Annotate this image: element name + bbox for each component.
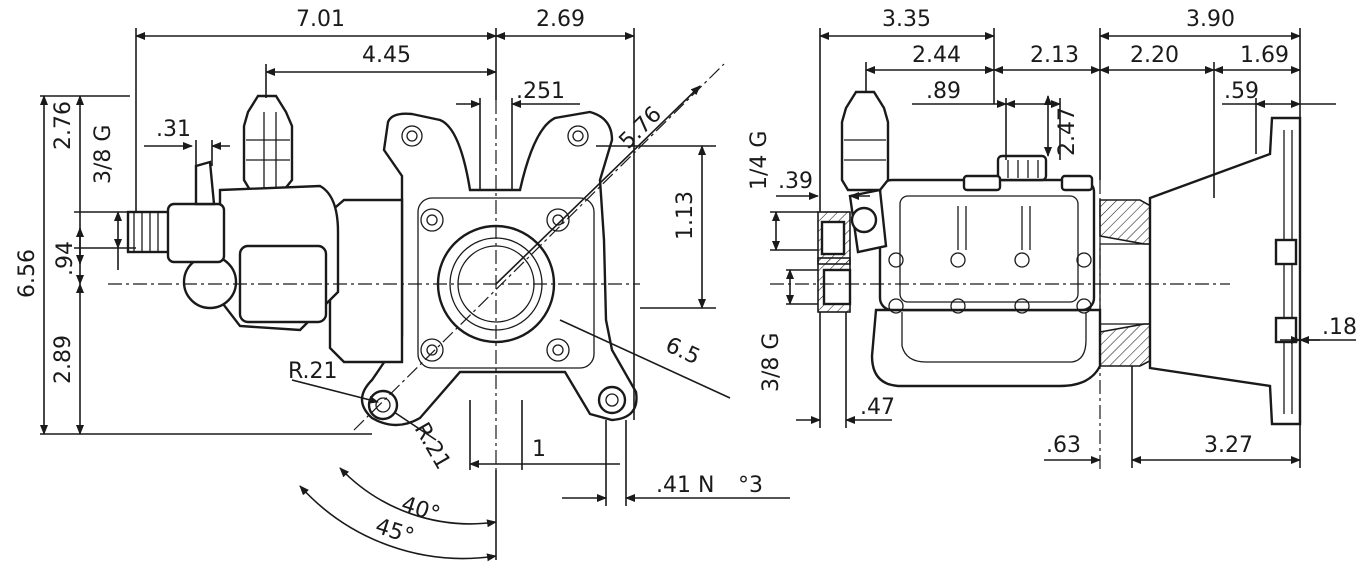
side-dimensions [770,28,1356,468]
front-view [108,63,725,470]
crankcase-body [870,308,1102,388]
plunger-rows [888,206,1092,314]
dim-0-39: .39 [778,169,813,194]
dim-2-89: 2.89 [51,335,76,384]
dim-0-18: .18 [1322,315,1357,340]
dim-3-90: 3.90 [1186,7,1235,32]
dim-1: 1 [532,437,546,462]
dim-3-27: 3.27 [1204,433,1253,458]
side-labels: 3.35 3.90 2.44 2.13 2.20 1.69 .89 2.47 .… [747,7,1357,458]
mount-flange [1148,116,1302,426]
dim-2-20: 2.20 [1130,43,1179,68]
dim-0-41-n: .41 N [656,473,714,498]
dim-2-13: 2.13 [1030,43,1079,68]
dim-0-251: .251 [516,79,565,104]
dim-2-44: 2.44 [912,43,961,68]
dim-6-56: 6.56 [15,249,40,298]
dim-2-76: 2.76 [51,101,76,150]
dim-4-45: 4.45 [362,43,411,68]
dim-deg-3: °3 [738,473,763,498]
dim-1-4-g: 1/4 G [747,131,772,190]
dim-0-59: .59 [1224,79,1259,104]
outlet-fitting [126,210,172,254]
pump-housing-side [328,198,404,364]
dim-7-01: 7.01 [296,7,345,32]
radius-0-21-b: R.21 [409,419,455,474]
dim-0-31: .31 [156,117,191,142]
unloader-valve [242,94,294,192]
side-view [770,90,1302,470]
dim-0-94: .94 [53,241,78,276]
radius-0-21-a: R.21 [288,359,338,384]
dim-0-47: .47 [860,395,895,420]
dim-1-69: 1.69 [1240,43,1289,68]
bypass-port [182,254,238,310]
dim-1-13: 1.13 [673,191,698,240]
dim-6-5: 6.5 [661,333,703,370]
manifold-body [878,178,1096,312]
dim-2-69: 2.69 [536,7,585,32]
hose-barb [194,160,216,206]
front-dimensions [40,28,790,562]
diagonal-centerline [353,63,725,431]
side-unloader-valve [840,90,890,192]
flange-face [417,197,595,369]
dim-0-63: .63 [1046,433,1081,458]
dim-0-89: .89 [926,79,961,104]
outlet-nut [166,202,226,264]
dim-3-8-g-side: 3/8 G [759,333,784,392]
dim-3-8-g-top: 3/8 G [91,125,116,184]
dim-2-47: 2.47 [1055,107,1080,156]
dim-3-35: 3.35 [882,7,931,32]
oil-cap [996,154,1048,182]
